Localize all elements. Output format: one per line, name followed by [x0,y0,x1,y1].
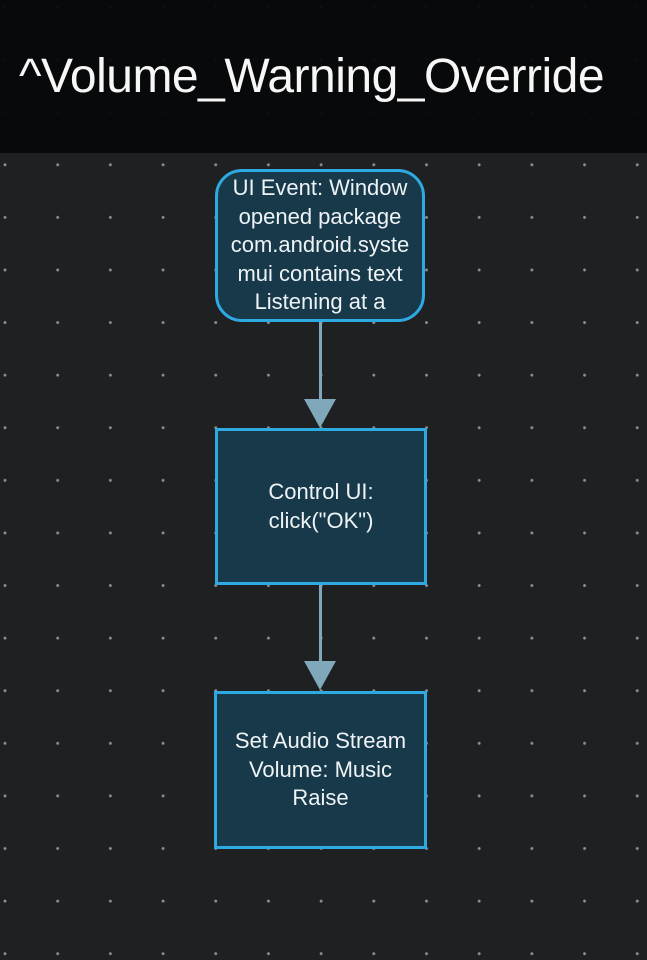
connector-line [319,322,322,401]
flow-title-bar: ^Volume_Warning_Override [0,0,647,153]
block-ui-event-window-label: UI Event: Window opened package com.andr… [230,175,410,315]
block-control-ui-click-ok-label: Control UI: click("OK") [268,479,374,533]
block-set-audio-stream-volume-label: Set Audio Stream Volume: Music Raise [234,728,407,811]
block-control-ui-click-ok[interactable]: Control UI: click("OK") [215,428,427,585]
block-ui-event-window[interactable]: UI Event: Window opened package com.andr… [215,169,425,322]
arrowhead-down-icon [304,661,336,690]
block-set-audio-stream-volume[interactable]: Set Audio Stream Volume: Music Raise [214,691,427,849]
arrowhead-down-icon [304,399,336,428]
connector-line [319,585,322,664]
flow-title: ^Volume_Warning_Override [19,50,605,103]
